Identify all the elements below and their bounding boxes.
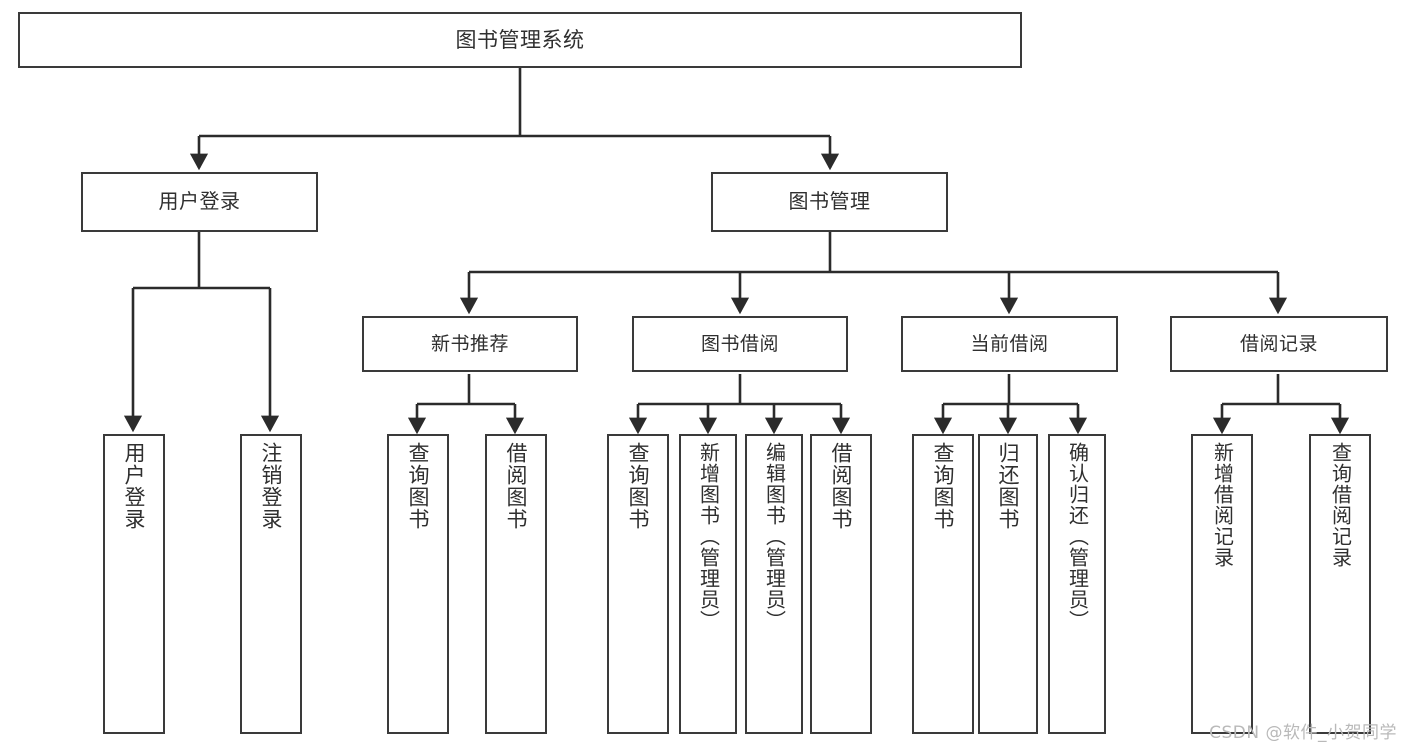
leaf-edit-book-label: 编辑图书（管理员）	[762, 442, 787, 631]
node-borrow-record[interactable]: 借阅记录	[1170, 316, 1388, 372]
leaf-return-book[interactable]: 归还图书	[978, 434, 1038, 734]
leaf-borrow-book-1-label: 借阅图书	[504, 442, 529, 530]
leaf-borrow-book-1[interactable]: 借阅图书	[485, 434, 547, 734]
leaf-confirm-return-label: 确认归还（管理员）	[1065, 442, 1090, 631]
csdn-watermark: CSDN @软件_小贺同学	[1209, 723, 1397, 743]
leaf-query-book-2[interactable]: 查询图书	[607, 434, 669, 734]
leaf-query-book-1[interactable]: 查询图书	[387, 434, 449, 734]
node-book-borrow-label: 图书借阅	[700, 332, 779, 355]
leaf-add-book[interactable]: 新增图书（管理员）	[679, 434, 737, 734]
node-current-borrow[interactable]: 当前借阅	[901, 316, 1118, 372]
node-book-borrow[interactable]: 图书借阅	[632, 316, 848, 372]
node-current-borrow-label: 当前借阅	[970, 332, 1049, 355]
leaf-query-record-label: 查询借阅记录	[1328, 442, 1353, 568]
leaf-return-book-label: 归还图书	[996, 442, 1021, 530]
leaf-borrow-book-2[interactable]: 借阅图书	[810, 434, 872, 734]
leaf-user-login[interactable]: 用户登录	[103, 434, 165, 734]
leaf-query-book-3-label: 查询图书	[931, 442, 956, 530]
leaf-borrow-book-2-label: 借阅图书	[829, 442, 854, 530]
leaf-add-record[interactable]: 新增借阅记录	[1191, 434, 1253, 734]
node-user-login[interactable]: 用户登录	[81, 172, 318, 232]
leaf-logout-login-label: 注销登录	[259, 442, 284, 530]
node-user-login-label: 用户登录	[158, 189, 241, 214]
leaf-user-login-label: 用户登录	[122, 442, 147, 530]
leaf-add-book-label: 新增图书（管理员）	[696, 442, 721, 631]
node-root[interactable]: 图书管理系统	[18, 12, 1022, 68]
leaf-add-record-label: 新增借阅记录	[1210, 442, 1235, 568]
leaf-edit-book[interactable]: 编辑图书（管理员）	[745, 434, 803, 734]
node-new-book-recommend-label: 新书推荐	[430, 332, 509, 355]
leaf-query-record[interactable]: 查询借阅记录	[1309, 434, 1371, 734]
node-root-label: 图书管理系统	[455, 27, 585, 52]
leaf-confirm-return[interactable]: 确认归还（管理员）	[1048, 434, 1106, 734]
node-book-manage[interactable]: 图书管理	[711, 172, 948, 232]
leaf-query-book-1-label: 查询图书	[406, 442, 431, 530]
node-new-book-recommend[interactable]: 新书推荐	[362, 316, 578, 372]
leaf-logout-login[interactable]: 注销登录	[240, 434, 302, 734]
leaf-query-book-2-label: 查询图书	[626, 442, 651, 530]
node-borrow-record-label: 借阅记录	[1239, 332, 1318, 355]
node-book-manage-label: 图书管理	[788, 189, 871, 214]
leaf-query-book-3[interactable]: 查询图书	[912, 434, 974, 734]
